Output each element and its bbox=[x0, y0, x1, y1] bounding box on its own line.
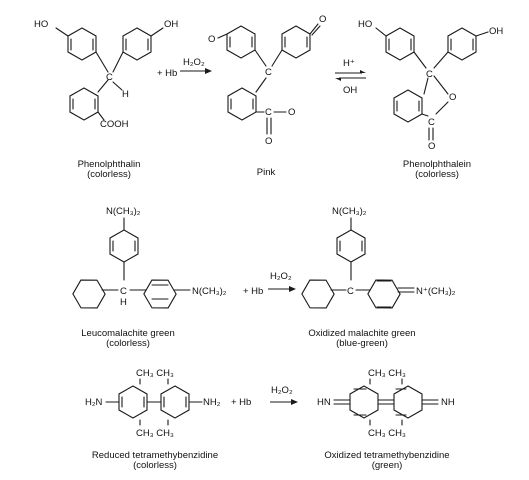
caption-phenolphthalin-note: (colorless) bbox=[87, 169, 131, 180]
pink-structure bbox=[217, 23, 321, 135]
atom-nme2-plus: N⁺(CH₃)₂ bbox=[416, 286, 456, 297]
atom-hn: HN bbox=[317, 397, 331, 408]
quinoid-ring-left bbox=[226, 25, 256, 59]
caption-oxidized-malachite-note: (blue-green) bbox=[336, 338, 388, 349]
reaction-arrow-1 bbox=[180, 68, 212, 74]
lactone-benzo-ring bbox=[393, 89, 423, 123]
phenolphthalin-structure bbox=[55, 27, 164, 121]
atom-o-lactone: O bbox=[449, 92, 456, 103]
tmb-ring-right bbox=[160, 385, 190, 419]
atom-ch3-top-right: CH₃ CH₃ bbox=[368, 368, 406, 379]
atom-ho-left: HO bbox=[34, 19, 48, 30]
caption-phenolphthalein-note: (colorless) bbox=[415, 169, 459, 180]
atom-o-pink-carboxyl: O bbox=[288, 107, 295, 118]
caption-leucomalachite-note: (colorless) bbox=[106, 338, 150, 349]
phenol-ring-left-2 bbox=[385, 27, 415, 61]
atom-nme2-top-right: N(CH₃)₂ bbox=[332, 206, 367, 217]
atom-h-center: H bbox=[122, 89, 129, 100]
atom-o-pink-right: O bbox=[319, 14, 326, 25]
atom-nme2-right-left: N(CH₃)₂ bbox=[192, 286, 227, 297]
atom-ch3-top-left: CH₃ CH₃ bbox=[136, 368, 174, 379]
quinoid-ring bbox=[367, 279, 401, 309]
atom-ho-right: HO bbox=[358, 19, 372, 30]
arrow-label-h2o2-3: H₂O₂ bbox=[271, 385, 293, 396]
caption-phenolphthalin: Phenolphthalin bbox=[78, 159, 141, 170]
atom-oh-left: OH bbox=[164, 19, 178, 30]
atom-o-lactone-carbonyl: O bbox=[428, 141, 435, 152]
caption-oxidized-tmb-note: (green) bbox=[372, 460, 403, 471]
caption-oxidized-tmb: Oxidized tetramethybenzidine bbox=[324, 450, 449, 461]
atom-c-center: C bbox=[106, 72, 113, 83]
tmb-quinoid-ring-left bbox=[349, 385, 379, 419]
atom-h2n: H₂N bbox=[85, 397, 103, 408]
atom-ch3-bottom-right: CH₃ CH₃ bbox=[368, 428, 406, 439]
atom-nh: NH bbox=[441, 397, 455, 408]
dimethylaminophenyl-ring-top-2 bbox=[336, 229, 366, 263]
dimethylaminophenyl-ring-right bbox=[143, 279, 177, 309]
atom-c-pink-carboxyl: C bbox=[265, 107, 272, 118]
oxidized-malachite-structure bbox=[301, 217, 415, 309]
caption-leucomalachite: Leucomalachite green bbox=[81, 328, 174, 339]
pink-benzo-ring bbox=[227, 87, 257, 121]
phenol-ring-right bbox=[122, 27, 152, 61]
phenol-ring-right-2 bbox=[447, 27, 477, 61]
atom-c-pink: C bbox=[265, 67, 272, 78]
atom-oh-right: OH bbox=[489, 26, 503, 37]
atom-h-left: H bbox=[120, 297, 127, 308]
caption-phenolphthalein: Phenolphthalein bbox=[403, 159, 471, 170]
phenolphthalein-structure bbox=[375, 27, 489, 141]
atom-nh2: NH₂ bbox=[203, 397, 221, 408]
reduced-tmb-structure bbox=[105, 378, 203, 426]
reagent-hb-3: + Hb bbox=[231, 397, 251, 408]
tmb-ring-left bbox=[118, 385, 148, 419]
atom-ch3-bottom-left: CH₃ CH₃ bbox=[136, 428, 174, 439]
arrow-label-h2o2-1: H₂O₂ bbox=[183, 57, 205, 68]
caption-oxidized-malachite: Oxidized malachite green bbox=[308, 328, 415, 339]
reaction-arrow-3 bbox=[270, 399, 298, 405]
leucomalachite-structure bbox=[72, 217, 191, 309]
atom-c-left: C bbox=[120, 286, 127, 297]
atom-c-lactone-carbonyl: C bbox=[428, 117, 435, 128]
reagent-hb-2: + Hb bbox=[243, 286, 263, 297]
equilibrium-arrows bbox=[335, 70, 366, 81]
arrow-label-h2o2-2: H₂O₂ bbox=[270, 271, 292, 282]
tmb-quinoid-ring-right bbox=[393, 385, 423, 419]
atom-c-right: C bbox=[347, 286, 354, 297]
caption-reduced-tmb-note: (colorless) bbox=[133, 460, 177, 471]
atom-cooh: COOH bbox=[100, 119, 129, 130]
atom-c-lactone: C bbox=[426, 69, 433, 80]
equilibrium-oh: OH bbox=[343, 85, 357, 96]
reaction-arrow-2 bbox=[268, 286, 296, 292]
dimethylaminophenyl-ring-top bbox=[109, 229, 139, 263]
caption-pink: Pink bbox=[257, 167, 276, 178]
equilibrium-h-plus: H⁺ bbox=[343, 58, 355, 69]
caption-reduced-tmb: Reduced tetramethybenzidine bbox=[92, 450, 218, 461]
phenyl-ring bbox=[72, 279, 106, 309]
reagent-hb-1: + Hb bbox=[157, 68, 177, 79]
quinoid-ring-right bbox=[281, 25, 311, 59]
phenol-ring-left bbox=[67, 27, 97, 61]
atom-o-pink-carbonyl: O bbox=[265, 136, 272, 147]
atom-o-pink-left: O bbox=[208, 34, 215, 45]
benzo-ring bbox=[69, 87, 99, 121]
atom-nme2-top-left: N(CH₃)₂ bbox=[106, 206, 141, 217]
oxidized-tmb-structure bbox=[333, 378, 439, 426]
phenyl-ring-2 bbox=[301, 279, 335, 309]
